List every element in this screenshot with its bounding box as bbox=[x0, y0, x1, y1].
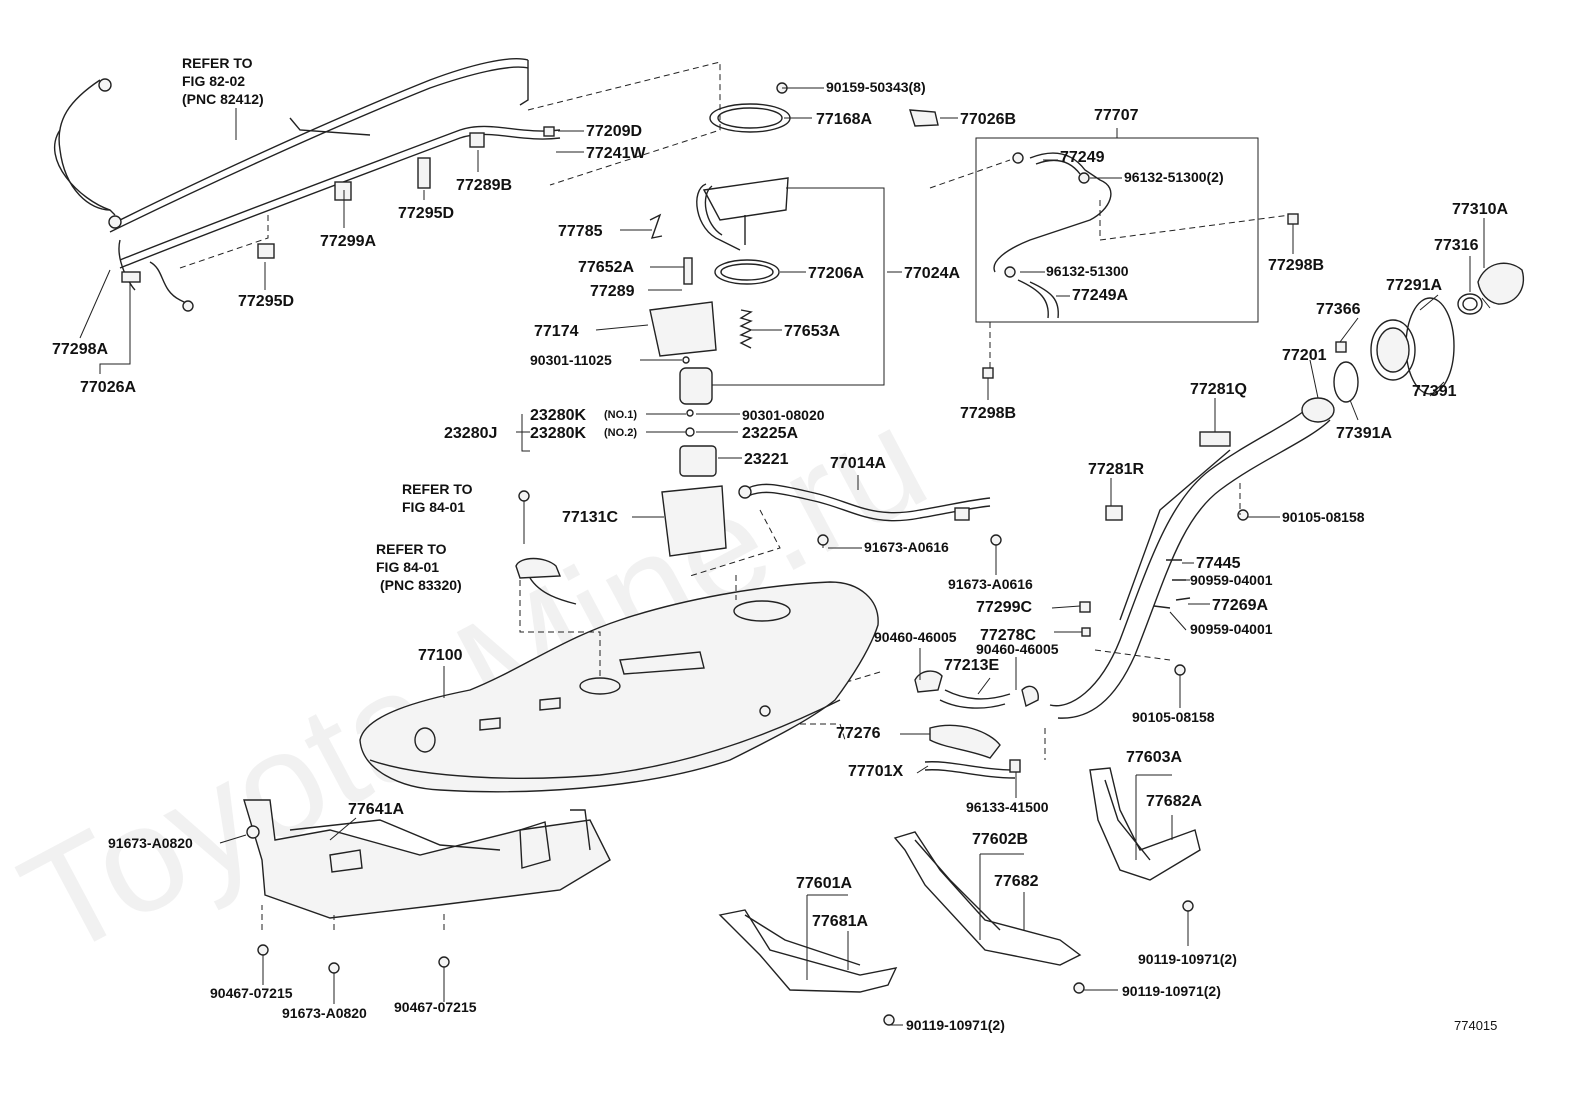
label-77603A: 77603A bbox=[1126, 749, 1182, 766]
label-90467-07215-left: 90467-07215 bbox=[210, 985, 293, 1001]
label-90159-50343: 90159-50343(8) bbox=[826, 79, 926, 95]
refer-note-2-line2: FIG 84-01 bbox=[402, 499, 465, 515]
label-no1: (NO.1) bbox=[604, 409, 637, 421]
label-77707: 77707 bbox=[1094, 107, 1139, 124]
label-77682: 77682 bbox=[994, 873, 1039, 890]
refer-note-3-line3: (PNC 83320) bbox=[380, 577, 462, 593]
label-90959-04001-lower: 90959-04001 bbox=[1190, 621, 1273, 637]
vent-tube-group bbox=[929, 128, 1299, 400]
label-77681A: 77681A bbox=[812, 913, 868, 930]
label-77298A: 77298A bbox=[52, 341, 108, 358]
label-77024A: 77024A bbox=[904, 265, 960, 282]
label-77289B: 77289B bbox=[456, 177, 512, 194]
label-77174: 77174 bbox=[534, 323, 579, 340]
label-90301-08020: 90301-08020 bbox=[742, 407, 825, 423]
label-77316: 77316 bbox=[1434, 237, 1479, 254]
hoses bbox=[689, 475, 1046, 798]
label-77026B: 77026B bbox=[960, 111, 1016, 128]
label-77682A: 77682A bbox=[1146, 793, 1202, 810]
label-96133-41500: 96133-41500 bbox=[966, 799, 1049, 815]
label-77295D-lower: 77295D bbox=[238, 293, 294, 310]
label-77291A: 77291A bbox=[1386, 277, 1442, 294]
refer-note-1-line3: (PNC 82412) bbox=[182, 91, 264, 107]
label-91673-A0820-lower: 91673-A0820 bbox=[282, 1005, 367, 1021]
label-90460-46005-right: 90460-46005 bbox=[976, 641, 1059, 657]
label-90119-10971-middle: 90119-10971(2) bbox=[1122, 983, 1221, 999]
label-90119-10971-left: 90119-10971(2) bbox=[906, 1017, 1005, 1033]
tank-straps bbox=[718, 767, 1201, 1026]
label-77653A: 77653A bbox=[784, 323, 840, 340]
label-77289: 77289 bbox=[590, 283, 635, 300]
refer-note-3-line2: FIG 84-01 bbox=[376, 559, 439, 575]
label-91673-A0616-right: 91673-A0616 bbox=[948, 576, 1033, 592]
label-77602B: 77602B bbox=[972, 831, 1028, 848]
callout-labels: REFER TO FIG 82-02 (PNC 82412) 90159-503… bbox=[52, 55, 1508, 1033]
refer-note-1-line2: FIG 82-02 bbox=[182, 73, 245, 89]
figure-code: 774015 bbox=[1454, 1018, 1497, 1033]
label-no2: (NO.2) bbox=[604, 427, 637, 439]
filler-neck-assembly bbox=[1049, 218, 1525, 719]
label-96132-51300: 96132-51300 bbox=[1046, 263, 1129, 279]
label-77601A: 77601A bbox=[796, 875, 852, 892]
label-96132-51300-2: 96132-51300(2) bbox=[1124, 169, 1224, 185]
label-90119-10971-right: 90119-10971(2) bbox=[1138, 951, 1237, 967]
label-77206A: 77206A bbox=[808, 265, 864, 282]
label-77295D-upper: 77295D bbox=[398, 205, 454, 222]
label-91673-A0820-upper: 91673-A0820 bbox=[108, 835, 193, 851]
label-77445: 77445 bbox=[1196, 555, 1241, 572]
label-77785: 77785 bbox=[558, 223, 603, 240]
fuel-pump-module bbox=[649, 82, 939, 557]
label-77249A: 77249A bbox=[1072, 287, 1128, 304]
label-77366: 77366 bbox=[1316, 301, 1361, 318]
label-77391: 77391 bbox=[1412, 383, 1457, 400]
label-77100: 77100 bbox=[418, 647, 463, 664]
label-23225A: 23225A bbox=[742, 425, 798, 442]
label-90467-07215-right: 90467-07215 bbox=[394, 999, 477, 1015]
label-77249: 77249 bbox=[1060, 149, 1105, 166]
label-77131C: 77131C bbox=[562, 509, 618, 526]
label-77201: 77201 bbox=[1282, 347, 1327, 364]
leader-lines bbox=[79, 87, 958, 518]
label-77209D: 77209D bbox=[586, 123, 642, 140]
fuel-lines-assembly bbox=[53, 58, 721, 312]
label-77281Q: 77281Q bbox=[1190, 381, 1247, 398]
label-77298B-left: 77298B bbox=[960, 405, 1016, 422]
label-90105-08158-upper: 90105-08158 bbox=[1282, 509, 1365, 525]
label-23221: 23221 bbox=[744, 451, 789, 468]
label-23280J: 23280J bbox=[444, 425, 497, 442]
label-23280K-no2: 23280K bbox=[530, 425, 586, 442]
label-90301-11025: 90301-11025 bbox=[530, 352, 612, 368]
label-77026A: 77026A bbox=[80, 379, 136, 396]
protector-plate bbox=[219, 799, 611, 1004]
refer-note-1-line1: REFER TO bbox=[182, 55, 253, 71]
label-77298B-right: 77298B bbox=[1268, 257, 1324, 274]
label-90959-04001-upper: 90959-04001 bbox=[1190, 572, 1273, 588]
label-77281R: 77281R bbox=[1088, 461, 1144, 478]
label-77276: 77276 bbox=[836, 725, 881, 742]
label-23280K-no1: 23280K bbox=[530, 407, 586, 424]
label-77701X: 77701X bbox=[848, 763, 903, 780]
label-77641A: 77641A bbox=[348, 801, 404, 818]
fuel-tank bbox=[359, 490, 879, 793]
label-91673-A0616-left: 91673-A0616 bbox=[864, 539, 949, 555]
label-77269A: 77269A bbox=[1212, 597, 1268, 614]
label-77299A: 77299A bbox=[320, 233, 376, 250]
label-90460-46005-left: 90460-46005 bbox=[874, 629, 957, 645]
label-77213E: 77213E bbox=[944, 657, 999, 674]
label-77299C: 77299C bbox=[976, 599, 1032, 616]
label-77391A: 77391A bbox=[1336, 425, 1392, 442]
label-90105-08158-lower: 90105-08158 bbox=[1132, 709, 1215, 725]
label-77014A: 77014A bbox=[830, 455, 886, 472]
label-77168A: 77168A bbox=[816, 111, 872, 128]
label-77241W: 77241W bbox=[586, 145, 646, 162]
refer-note-3-line1: REFER TO bbox=[376, 541, 447, 557]
label-77278C: 77278C bbox=[980, 627, 1036, 644]
refer-note-2-line1: REFER TO bbox=[402, 481, 473, 497]
label-77652A: 77652A bbox=[578, 259, 634, 276]
label-77310A: 77310A bbox=[1452, 201, 1508, 218]
